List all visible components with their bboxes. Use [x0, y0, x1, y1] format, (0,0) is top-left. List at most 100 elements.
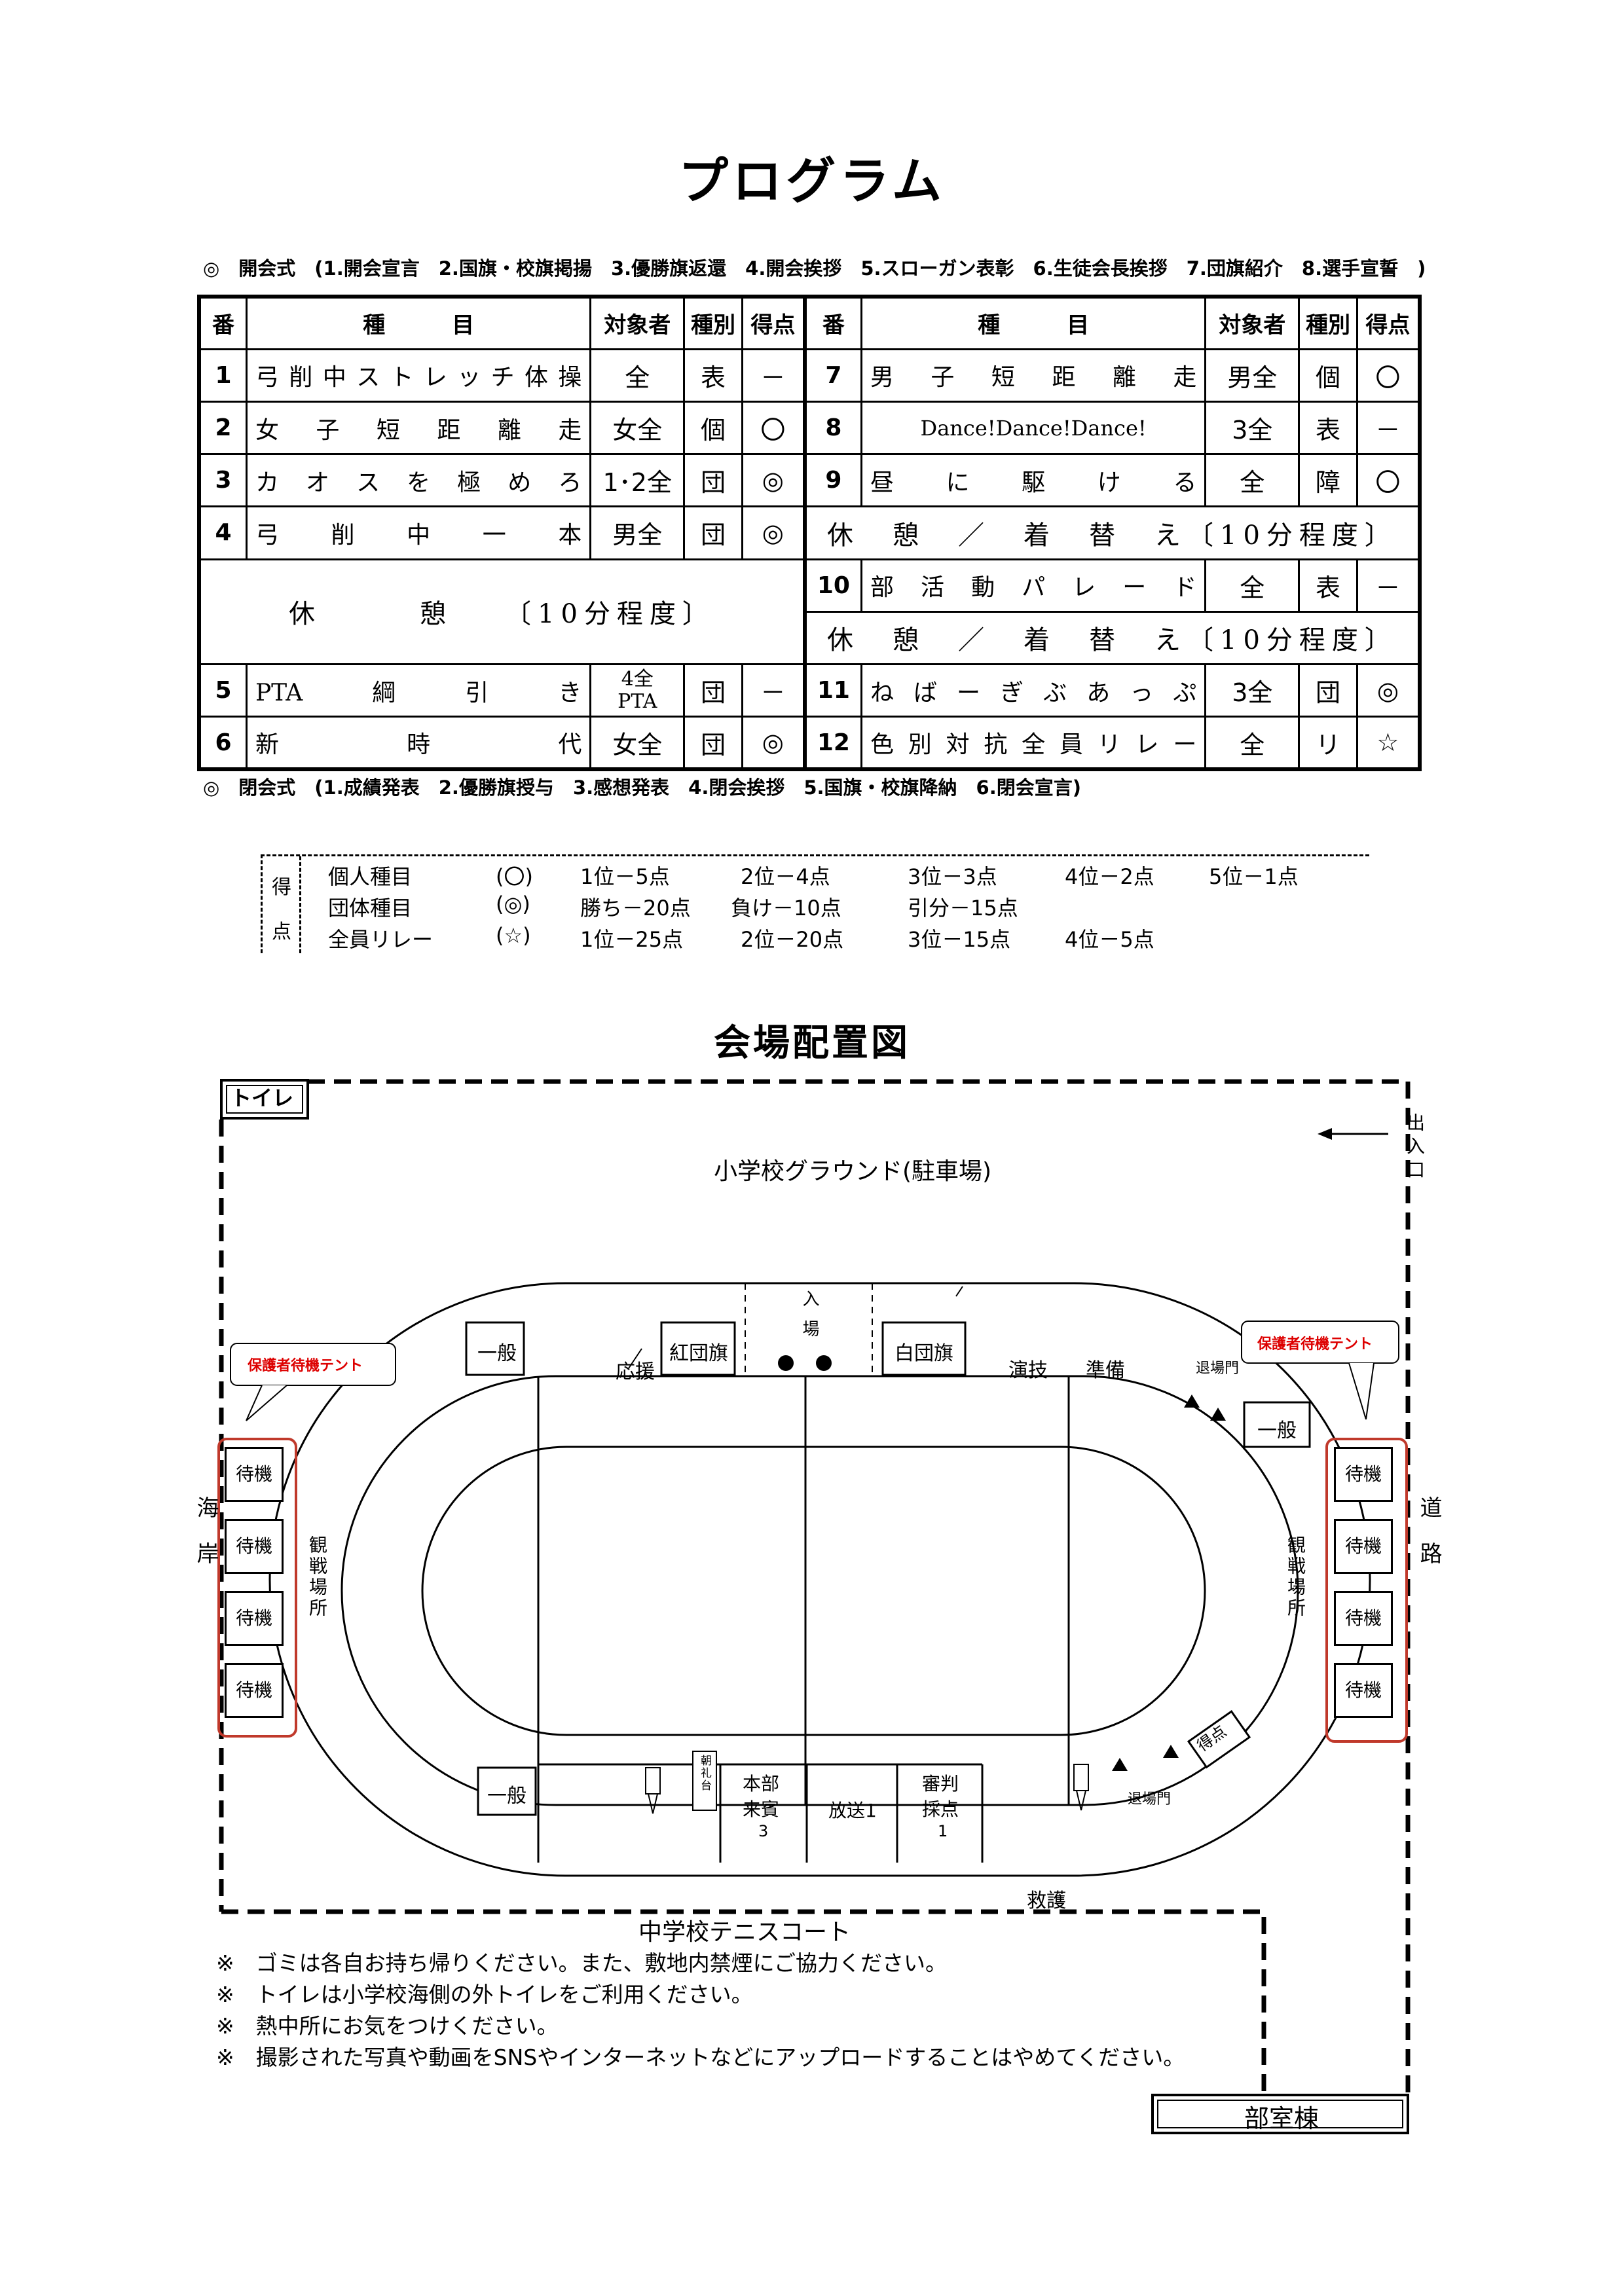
cheer-label: 応援 — [616, 1360, 655, 1383]
venue-map — [219, 1079, 1411, 2134]
scoring-c2: 2位－4点 — [741, 864, 830, 889]
event-type: リ — [1298, 716, 1358, 771]
event-target: 全 — [1204, 453, 1301, 508]
event-name: 昼に駆ける — [860, 453, 1207, 508]
scoring-box-dashes — [871, 923, 1375, 953]
event-name: ねばーぎぶあっぷ — [860, 663, 1207, 718]
event-num: 2 — [198, 400, 248, 456]
note-item: ※ 撮影された写真や動画をSNSやインターネットなどにアップロードすることはやめ… — [216, 2045, 1185, 2070]
red-flag-label: 紅団旗 — [669, 1342, 728, 1365]
hq-label-3: 3 — [758, 1822, 769, 1840]
event-name: 弓削中ストレッチ体操 — [245, 348, 592, 403]
watch-area-label: 観戦場所 — [1285, 1535, 1306, 1619]
note-item: ※ ゴミは各自お持ち帰りください。また、敷地内禁煙にご協力ください。 — [216, 1950, 947, 1976]
event-type: 個 — [683, 400, 743, 456]
note-item: ※ トイレは小学校海側の外トイレをご利用ください。 — [216, 1982, 753, 2007]
event-num: 6 — [198, 716, 248, 771]
event-score: ◎ — [741, 505, 806, 560]
scoring-c4: 4位－5点 — [1065, 927, 1154, 952]
left-waiting-area — [217, 1438, 297, 1738]
event-target: 男全 — [1204, 348, 1301, 403]
scoring-c1: 勝ち－20点 — [580, 896, 691, 920]
table-row: 4 弓削中一本 男全 団 ◎ 休 憩 ／ 着 替 え〔10分程度〕 — [198, 505, 1421, 560]
header-target: 対象者 — [589, 295, 686, 350]
event-type: 表 — [1298, 400, 1358, 456]
header-type: 種別 — [683, 295, 743, 350]
rescue-label: 救護 — [1027, 1889, 1066, 1912]
table-header-row: 番 種 目 対象者 種別 得点 番 種 目 対象者 種別 得点 — [198, 295, 1421, 350]
closing-ceremony: ◎ 閉会式 (1.成績発表 2.優勝旗授与 3.感想発表 4.閉会挨拶 5.国旗… — [203, 776, 1081, 799]
toilet-label: トイレ — [231, 1085, 294, 1110]
scoring-name: 個人種目 — [328, 864, 413, 889]
event-type: 団 — [683, 505, 743, 560]
event-type: 団 — [683, 453, 743, 508]
header-event: 種 目 — [245, 295, 592, 350]
event-name: 部活動パレード — [860, 558, 1207, 613]
scoring-c1: 1位－25点 — [580, 927, 684, 952]
judge-label-1: 審判 — [922, 1773, 959, 1795]
event-type: 団 — [683, 716, 743, 771]
event-num: 4 — [198, 505, 248, 560]
event-score: － — [1356, 558, 1421, 613]
table-row: 休 憩 〔10分程度〕 10 部活動パレード 全 表 － — [198, 558, 1421, 666]
event-score: ☆ — [1356, 716, 1421, 771]
general-label: 一般 — [477, 1342, 517, 1365]
table-row: 5 PTA綱引き 4全 PTA 団 － 11 ねばーぎぶあっぷ 3全 団 ◎ — [198, 663, 1421, 718]
perform-label: 演技 — [1008, 1359, 1048, 1382]
event-num: 10 — [802, 558, 862, 613]
exit-gate-label: 退場門 — [1128, 1791, 1172, 1808]
map-title: 会場配置図 — [714, 1022, 910, 1065]
event-name: 女子短距離走 — [245, 400, 592, 456]
note-item: ※ 熱中所にお気をつけください。 — [216, 2013, 559, 2039]
event-type: 障 — [1298, 453, 1358, 508]
event-target: 1･2全 — [589, 453, 686, 508]
event-num: 7 — [802, 348, 862, 403]
tennis-court-label: 中学校テニスコート — [638, 1919, 851, 1946]
event-target: 全 — [1204, 716, 1301, 771]
event-name: 新時代 — [245, 716, 592, 771]
event-target: 4全 PTA — [589, 663, 686, 718]
event-num: 5 — [198, 663, 248, 718]
event-score: ◎ — [741, 453, 806, 508]
sea-label: 海岸 — [193, 1496, 219, 1588]
event-name: Dance!Dance!Dance! — [860, 400, 1207, 456]
judge-label-2: 採点 — [922, 1798, 959, 1820]
event-score: 〇 — [1356, 348, 1421, 403]
hq-label-1: 本部 — [743, 1773, 780, 1795]
scoring-box: 得 点 個人種目 (〇) 1位－5点 2位－4点 3位－3点 4位－2点 5位－… — [261, 854, 1369, 953]
scoring-mark: (〇) — [496, 864, 533, 889]
event-target: 3全 — [1204, 663, 1301, 718]
general-label: 一般 — [1257, 1419, 1297, 1442]
event-name: カオスを極めろ — [245, 453, 592, 508]
scoring-c5: 5位－1点 — [1209, 864, 1299, 889]
watch-area-label: 観戦場所 — [306, 1535, 328, 1619]
road-label: 道路 — [1416, 1496, 1442, 1588]
scoring-mark: (☆) — [496, 923, 531, 948]
break-row: 休 憩 〔10分程度〕 — [198, 558, 806, 666]
waiting-box: 待機 — [1334, 1591, 1393, 1646]
right-waiting-area — [1325, 1438, 1408, 1743]
header-score: 得点 — [1356, 295, 1421, 350]
event-name: 弓削中一本 — [245, 505, 592, 560]
event-num: 8 — [802, 400, 862, 456]
event-score: 〇 — [741, 400, 806, 456]
podium-label: 朝礼台 — [698, 1755, 711, 1792]
event-num: 11 — [802, 663, 862, 718]
waiting-box: 待機 — [225, 1519, 284, 1574]
entrance-label: 入場 — [800, 1290, 819, 1350]
event-num: 3 — [198, 453, 248, 508]
hq-label-2: 来賓 — [743, 1798, 780, 1820]
scoring-c2: 2位－20点 — [741, 927, 844, 952]
header-event: 種 目 — [860, 295, 1207, 350]
event-target: 女全 — [589, 716, 686, 771]
general-label: 一般 — [487, 1785, 526, 1808]
scoring-name: 全員リレー — [328, 927, 434, 952]
header-score: 得点 — [741, 295, 806, 350]
prep-label: 準備 — [1086, 1359, 1125, 1382]
event-score: ◎ — [741, 716, 806, 771]
scoring-label-top: 得 — [272, 876, 291, 899]
break-row: 休 憩 ／ 着 替 え〔10分程度〕 — [802, 505, 1421, 560]
waiting-box: 待機 — [225, 1447, 284, 1502]
event-num: 1 — [198, 348, 248, 403]
event-target: 男全 — [589, 505, 686, 560]
